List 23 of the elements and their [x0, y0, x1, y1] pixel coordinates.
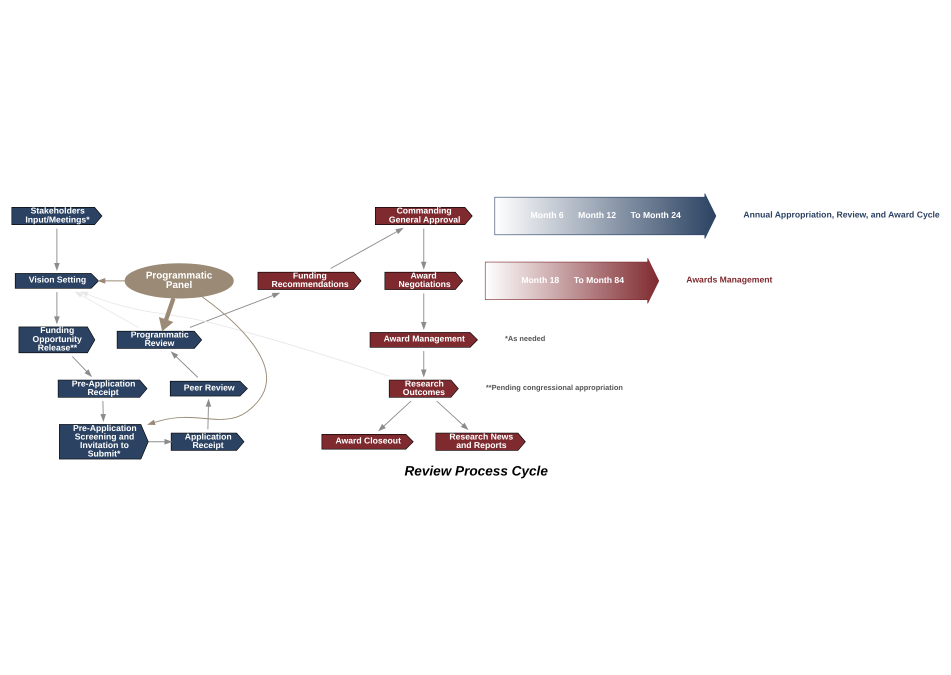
node-ellipse: Programmatic Panel [124, 262, 234, 298]
arrow [330, 227, 404, 268]
arrow [420, 292, 427, 330]
node-label: Awards Management [686, 274, 772, 284]
arrow [72, 356, 92, 377]
node-label: Annual Appropriation, Review, and Award Cycle [743, 209, 940, 220]
arrow [97, 278, 126, 284]
arrow [74, 290, 139, 328]
arrow [148, 438, 172, 444]
arrow [189, 292, 280, 328]
arrow [158, 297, 176, 331]
arrow [80, 291, 390, 376]
arrow [147, 296, 267, 424]
arrow [206, 398, 212, 430]
arrow [378, 400, 412, 431]
arrow [54, 228, 60, 271]
arrow [436, 400, 469, 430]
caption: Review Process Cycle [404, 462, 548, 478]
arrow [54, 291, 60, 324]
arrow [100, 400, 106, 422]
arrow [420, 350, 427, 378]
arrow [420, 228, 427, 270]
arrow [170, 350, 198, 378]
